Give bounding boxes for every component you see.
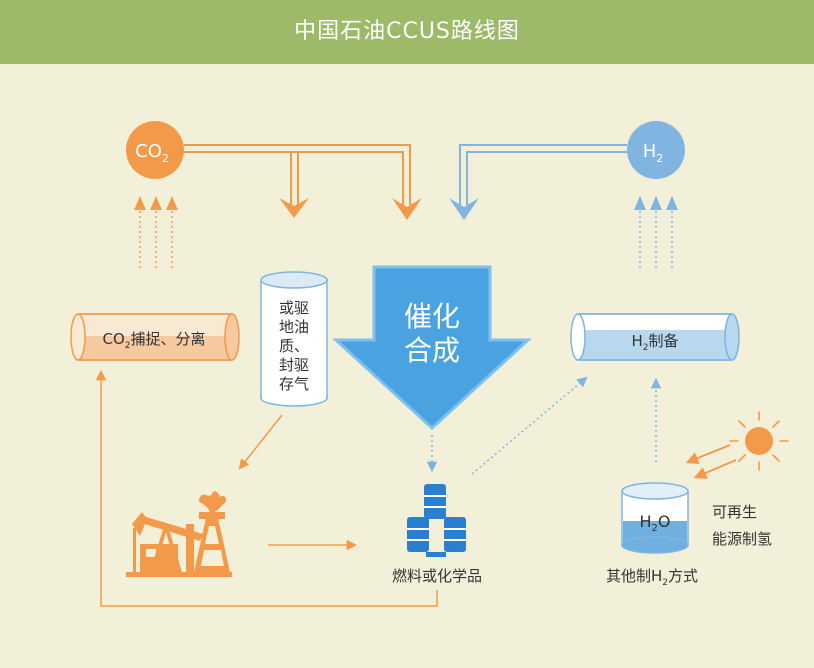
co2-capture-label: CO2捕捉、分离 — [102, 330, 205, 351]
co2-label: CO2 — [135, 141, 169, 165]
svg-text:地油: 地油 — [279, 318, 309, 336]
capture-to-co2-arrowheads — [134, 196, 178, 210]
co2-capture-tank: CO2捕捉、分离 — [70, 313, 240, 361]
sun-to-water-arrow-1 — [685, 444, 731, 465]
h2-flow-pipe — [459, 144, 627, 205]
co2-to-catalysis-arrowhead — [392, 198, 422, 220]
oilfield-icon — [126, 491, 232, 577]
fuel-to-capture-loop-arrow — [95, 369, 438, 607]
storage-tank: 或驱 地油 质、 封驱 存气 — [260, 271, 328, 407]
co2-node: CO2 — [126, 121, 184, 179]
catalysis-arrow: 催化 合成 — [332, 265, 532, 431]
co2-flow-pipe — [184, 144, 411, 205]
other-h2-label: 其他制H2方式 — [606, 567, 698, 588]
sun-to-water-arrow-2 — [693, 459, 737, 479]
svg-text:质、: 质、 — [279, 337, 309, 355]
renewable-label-line2: 能源制氢 — [712, 530, 772, 548]
h2-pipe-outer — [459, 144, 627, 205]
h2-prep-tank: H2制备 — [570, 313, 740, 361]
storage-to-oilfield-arrow — [238, 414, 283, 470]
fuel-to-h2prep-arrow — [471, 376, 588, 475]
catalysis-label-line1: 催化 — [404, 300, 460, 333]
h2-to-catalysis-arrowhead — [449, 198, 479, 220]
water-label: H2O — [640, 512, 671, 534]
fuel-label: 燃料或化学品 — [392, 567, 482, 585]
h2-pipe-inner — [466, 151, 627, 205]
capture-to-co2-arrows — [139, 207, 173, 268]
h2-circle — [627, 121, 685, 179]
water-beaker-icon: H2O — [621, 482, 689, 554]
catalysis-label-line2: 合成 — [404, 334, 460, 367]
co2-pipe-inner — [184, 151, 404, 205]
page-title: 中国石油CCUS路线图 — [294, 19, 520, 44]
renewable-label-line1: 可再生 — [712, 503, 757, 521]
storage-label: 或驱 地油 质、 封驱 存气 — [279, 299, 309, 393]
co2-pipe-outer — [184, 144, 411, 205]
co2-circle — [126, 121, 184, 179]
h2-prep-label: H2制备 — [631, 332, 678, 353]
h2prep-to-h2-arrows — [639, 207, 673, 268]
svg-text:存气: 存气 — [279, 375, 309, 393]
svg-text:或驱: 或驱 — [279, 299, 309, 317]
fuel-barrels-icon — [407, 484, 466, 557]
sun-icon — [729, 411, 789, 471]
header-bar: 中国石油CCUS路线图 — [0, 0, 814, 64]
co2-to-storage-arrowhead — [279, 198, 309, 218]
svg-text:封驱: 封驱 — [279, 356, 309, 374]
h2-label: H2 — [643, 141, 664, 165]
h2prep-to-h2-arrowheads — [634, 196, 678, 210]
h2-node: H2 — [627, 121, 685, 179]
